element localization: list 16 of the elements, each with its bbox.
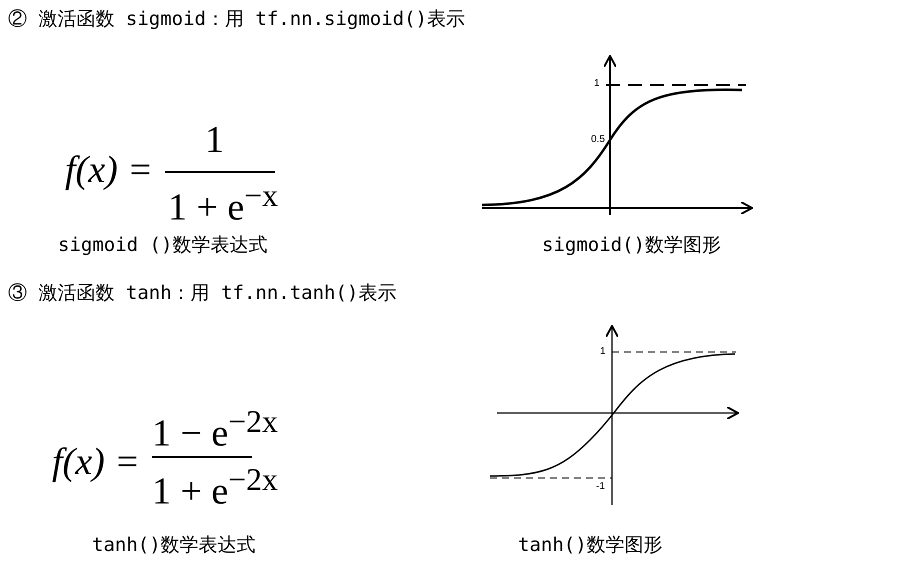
- tick-label: 0.5: [591, 134, 605, 145]
- formula-text: f(x) =: [52, 440, 140, 484]
- numerator: 1 − e$^{−2x}$: [152, 404, 278, 456]
- denominator: 1 + e$^{−x}$: [168, 178, 278, 230]
- formula-text: f(x) =: [65, 148, 153, 192]
- denominator: 1 + e$^{−2x}$: [152, 462, 278, 514]
- caption: sigmoid()数学图形: [542, 233, 721, 258]
- numerator: 1: [205, 118, 224, 162]
- caption: tanh()数学图形: [518, 533, 663, 558]
- caption: tanh()数学表达式: [92, 533, 256, 558]
- heading: ② 激活函数 sigmoid：用 tf.nn.sigmoid()表示: [8, 7, 465, 32]
- tick-label: 1: [600, 346, 606, 357]
- tick-label: 1: [594, 78, 600, 89]
- tick-label: -1: [596, 481, 605, 492]
- heading: ③ 激活函数 tanh：用 tf.nn.tanh()表示: [8, 281, 396, 306]
- caption: sigmoid ()数学表达式: [58, 233, 268, 258]
